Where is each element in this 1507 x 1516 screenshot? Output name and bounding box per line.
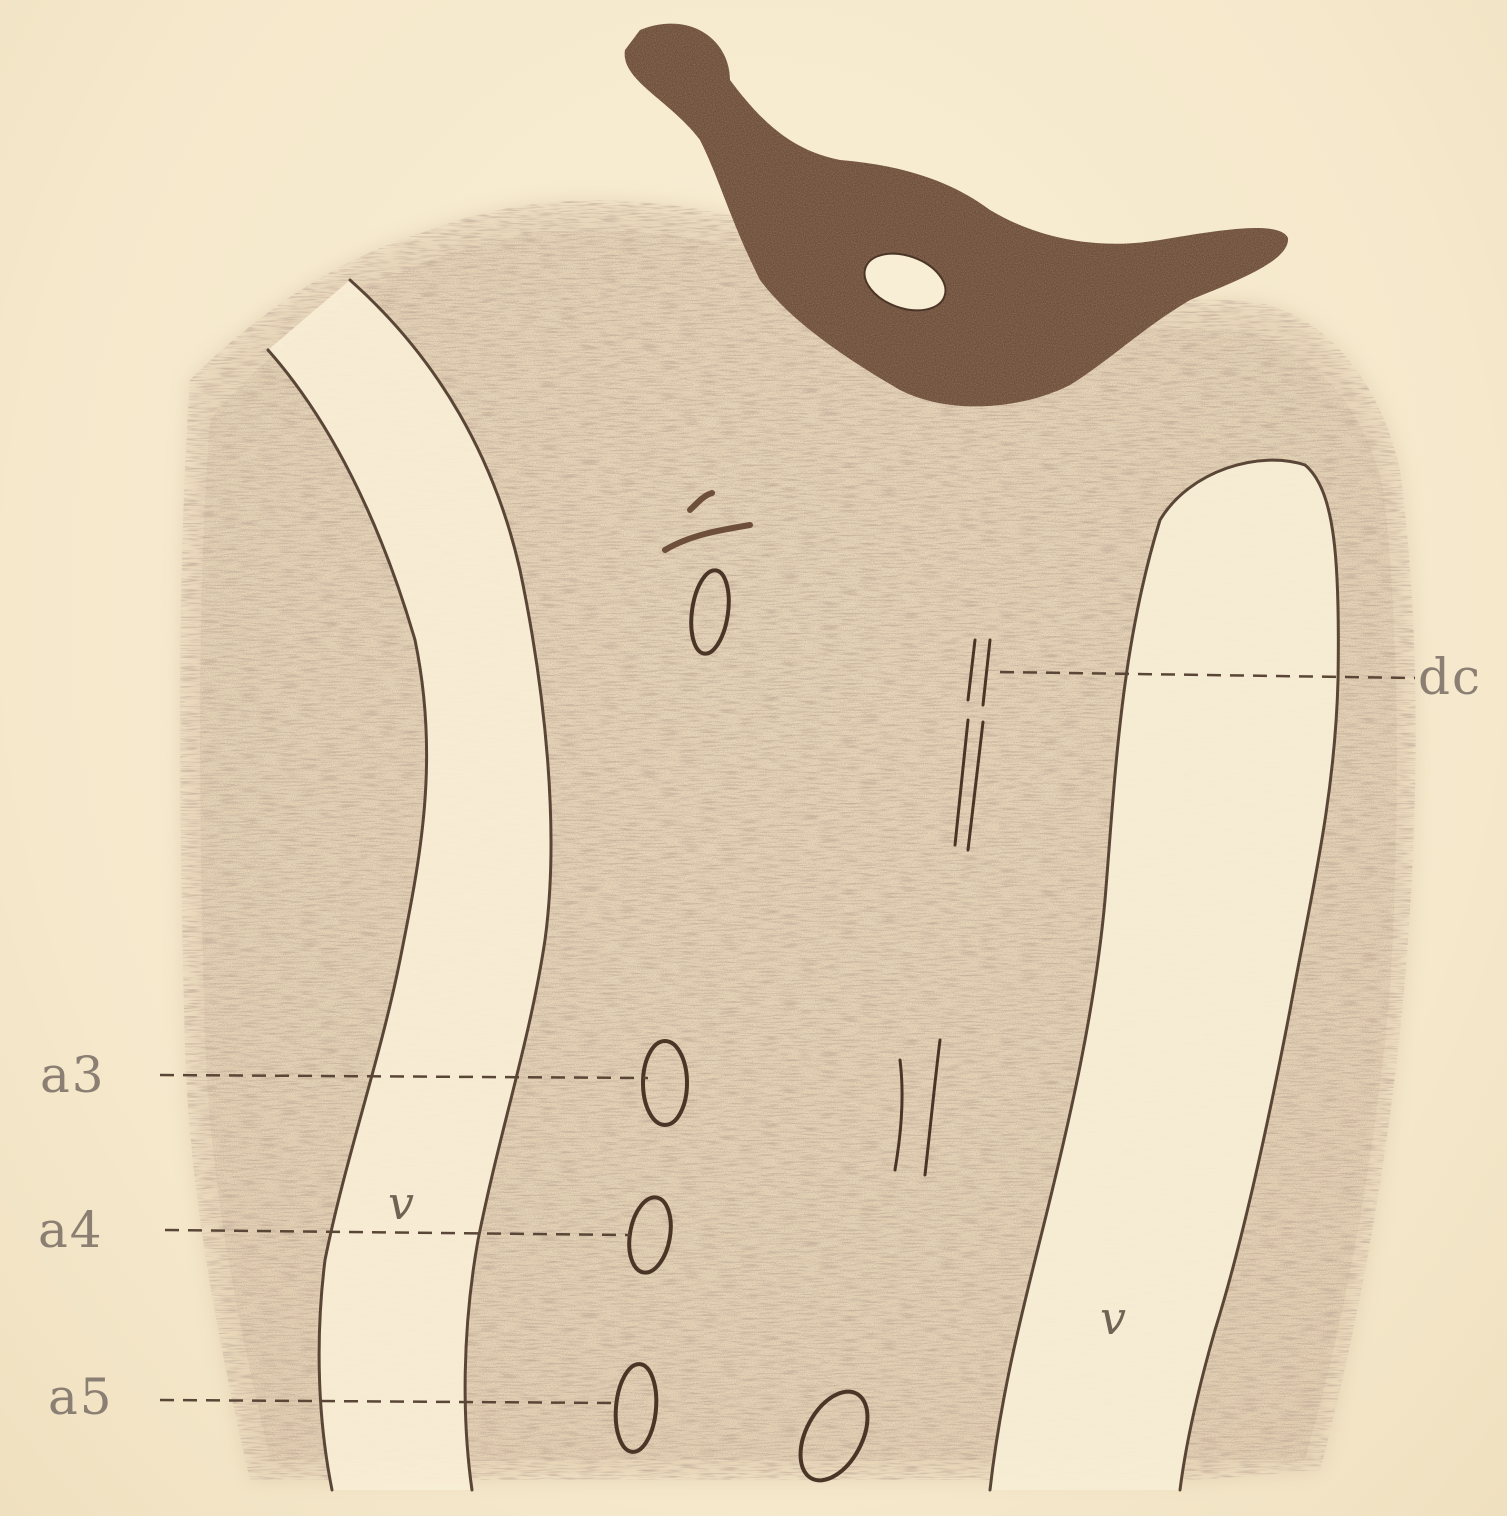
label-a5: a5	[48, 1372, 114, 1422]
label-v-left: v	[388, 1180, 416, 1226]
label-dc: dc	[1418, 652, 1482, 702]
label-v-right: v	[1100, 1295, 1128, 1341]
label-a3: a3	[40, 1050, 106, 1100]
label-a4: a4	[38, 1205, 104, 1255]
